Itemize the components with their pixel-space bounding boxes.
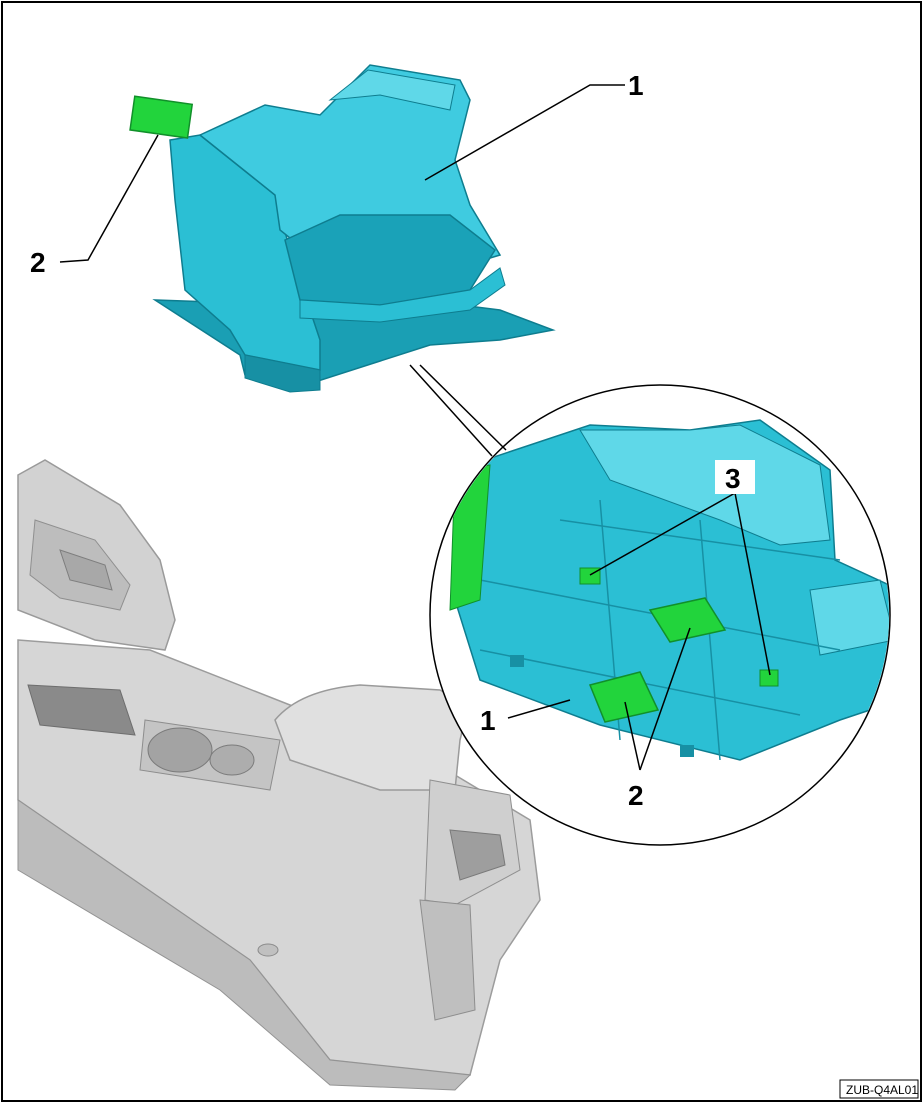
magnifier-connector-1 xyxy=(409,364,493,457)
figure-id: ZUB-Q4AL01 xyxy=(846,1083,918,1097)
leader-line-3b xyxy=(734,492,771,676)
leader-lines xyxy=(59,84,771,771)
callout-1-detail: 1 xyxy=(480,705,496,736)
insert-tray-icon xyxy=(129,64,556,393)
leader-line-2c xyxy=(639,627,691,771)
leader-line-1b xyxy=(507,699,571,719)
callout-2-detail: 2 xyxy=(628,780,644,811)
callout-3-background xyxy=(715,460,755,494)
center-console-icon xyxy=(17,459,541,1091)
leader-line-2a xyxy=(59,134,159,263)
leader-line-3a xyxy=(589,492,736,576)
leader-line-1a xyxy=(424,84,625,181)
callout-1-top: 1 xyxy=(628,70,644,101)
adhesive-pad-icon xyxy=(129,95,194,139)
callout-3: 3 xyxy=(725,463,741,494)
detail-magnifier-icon xyxy=(429,384,891,846)
magnifier-connector-2 xyxy=(419,364,507,451)
callout-2-top: 2 xyxy=(30,247,46,278)
leader-line-2b xyxy=(624,701,641,771)
figure-id-box xyxy=(839,1079,919,1099)
